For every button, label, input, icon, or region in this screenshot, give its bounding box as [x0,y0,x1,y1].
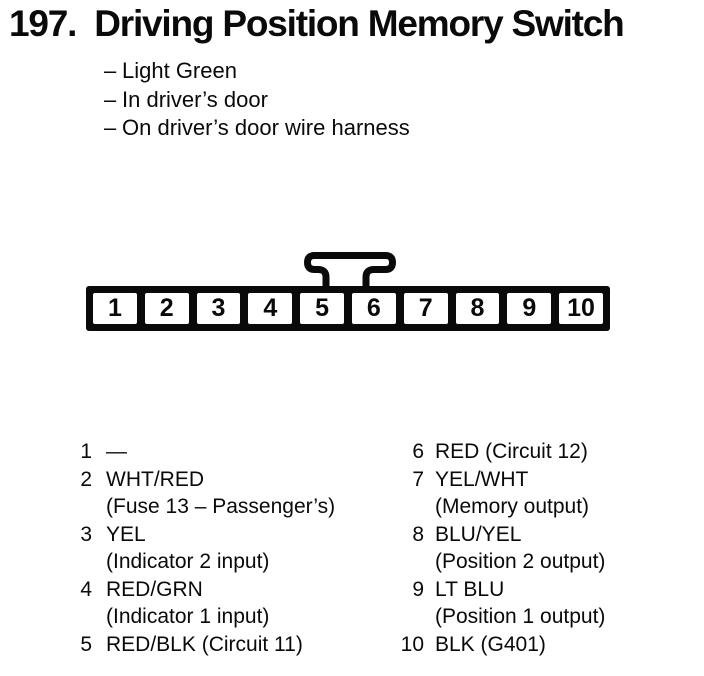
legend-pin-number: 9 [412,577,424,601]
legend-line-pin-4: 4 RED/GRN [66,576,335,604]
note-text: In driver’s door [122,86,268,112]
note-dash-icon: – [104,86,117,112]
note-line-3: –On driver’s door wire harness [104,114,410,143]
legend-function-label: (Indicator 1 input) [106,605,270,628]
legend-number-spacer [394,603,424,631]
legend-function-label: (Position 2 output) [435,550,606,573]
legend-line-function-pin-9: (Position 1 output) [394,603,605,631]
pin-cell-8: 8 [455,293,500,324]
note-line-1: –Light Green [104,57,410,86]
legend-line-function-pin-8: (Position 2 output) [394,548,605,576]
legend-pin-number: 2 [80,467,92,491]
note-dash-icon: – [104,58,117,83]
page-title: 197. Driving Position Memory Switch [9,2,625,46]
figure-name: Driving Position Memory Switch [94,3,625,44]
legend-number-spacer [394,493,424,521]
legend-wire-label: YEL/WHT [435,467,529,491]
legend-number-spacer [66,493,92,521]
legend-wire-label: LT BLU [435,577,505,601]
legend-column-right: 6 RED (Circuit 12) 7 YEL/WHT (Memory output)… [394,438,606,659]
legend-pin-number: 1 [80,440,92,463]
legend-wire-label: — [106,440,127,463]
legend-function-label: (Indicator 2 input) [106,550,270,573]
figure-number: 197. [9,3,77,44]
pin-cell-7: 7 [403,293,448,324]
legend-pin-number: 7 [412,467,424,491]
legend-wire-label: RED/GRN [106,577,203,601]
legend-wire-label: RED (Circuit 12) [435,440,588,463]
legend-line-pin-5: 5 RED/BLK (Circuit 11) [66,631,335,659]
legend-line-pin-3: 3 YEL [66,521,335,549]
legend-function-label: (Position 1 output) [435,605,606,628]
pin-cell-10: 10 [559,293,603,324]
legend-wire-label: YEL [106,522,146,546]
note-text: On driver’s door wire harness [122,115,410,140]
pin-cell-2: 2 [144,293,189,324]
legend-number-spacer [66,548,92,576]
legend-wire-label: BLK (G401) [435,632,546,656]
notes-list: –Light Green–In driver’s door–On driver’… [104,57,410,143]
legend-line-function-pin-7: (Memory output) [394,493,605,521]
legend-number-spacer [66,603,92,631]
legend-pin-number: 4 [80,577,92,601]
legend-wire-label: RED/BLK (Circuit 11) [106,632,303,656]
legend-pin-number: 6 [412,440,424,463]
legend-pin-number: 3 [80,522,92,546]
legend-line-function-pin-3: (Indicator 2 input) [66,548,335,576]
legend-pin-number: 5 [80,632,92,656]
legend-line-pin-1: 1— [66,438,335,466]
legend-wire-label: BLU/YEL [435,522,522,546]
note-text: Light Green [122,58,237,83]
legend-line-pin-2: 2 WHT/RED [66,466,335,494]
legend-line-pin-7: 7 YEL/WHT [394,466,605,494]
legend-function-label: (Memory output) [435,495,590,518]
pin-cell-6: 6 [351,293,396,324]
legend-line-function-pin-2: (Fuse 13 – Passenger’s) [66,493,335,521]
pin-cell-9: 9 [507,293,552,324]
legend-wire-label: WHT/RED [106,467,204,491]
legend-line-function-pin-4: (Indicator 1 input) [66,603,335,631]
legend-line-pin-8: 8 BLU/YEL [394,521,605,549]
legend-number-spacer [394,548,424,576]
legend-function-label: (Fuse 13 – Passenger’s) [106,495,336,518]
note-dash-icon: – [104,115,117,140]
legend-pin-number: 10 [400,632,424,656]
legend-pin-number: 8 [412,522,424,546]
legend-line-pin-10: 10 BLK (G401) [394,631,605,659]
legend-line-pin-9: 9 LT BLU [394,576,605,604]
pin-cell-5: 5 [300,293,344,324]
pin-cell-4: 4 [248,293,293,324]
note-line-2: –In driver’s door [104,86,410,115]
pin-cell-1: 1 [93,293,137,324]
legend-line-pin-6: 6 RED (Circuit 12) [394,438,605,466]
pin-cell-3: 3 [196,293,241,324]
